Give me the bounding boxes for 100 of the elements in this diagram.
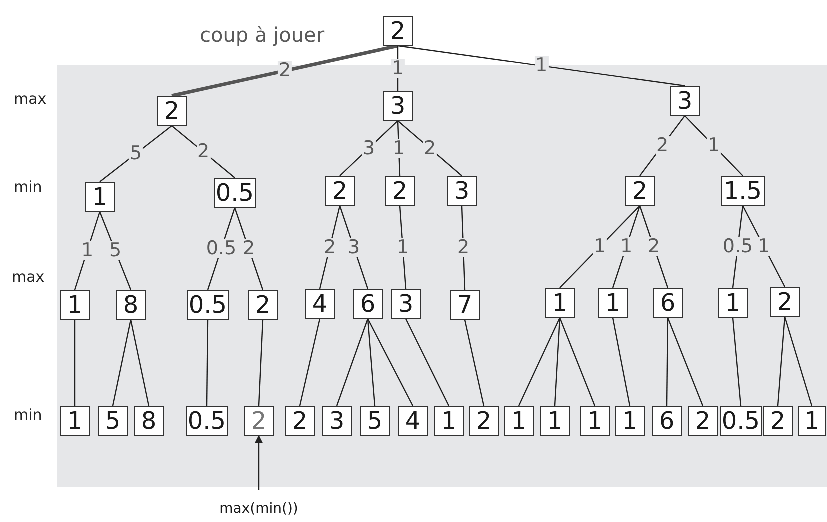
value-box: 1 <box>545 288 575 318</box>
edge-label: 2 <box>196 142 211 162</box>
value-box: 2 <box>625 176 655 206</box>
tree-edge <box>172 126 236 178</box>
tree-edge <box>464 320 485 406</box>
value-box: 7 <box>450 290 480 320</box>
value-box: 8 <box>116 290 146 320</box>
tree-edge <box>398 120 462 176</box>
tree-edge <box>666 318 669 406</box>
value-box: 1.5 <box>721 176 765 206</box>
tree-edge <box>639 206 669 288</box>
move-note: coup à jouer <box>200 25 325 45</box>
value-box: 1 <box>434 406 464 436</box>
tree-edge <box>234 208 264 290</box>
value-box: 0.5 <box>186 406 228 436</box>
value-box: 2 <box>688 406 718 436</box>
value-box: 2 <box>385 176 415 206</box>
value-box: 6 <box>652 406 682 436</box>
edge-label: 3 <box>346 238 362 257</box>
tree-edge <box>461 206 466 290</box>
tree-edge <box>367 318 414 406</box>
edge-label: 1 <box>390 59 406 78</box>
value-box: 0.5 <box>187 290 229 320</box>
tree-edge <box>206 320 209 406</box>
tree-edge <box>667 318 704 406</box>
value-box: 5 <box>360 406 390 436</box>
tree-edge <box>130 320 150 406</box>
edge-label: 2 <box>322 238 338 257</box>
tree-edge <box>559 318 596 406</box>
tree-edge <box>612 318 631 406</box>
edge-label: 5 <box>128 144 144 164</box>
value-box: 1 <box>540 406 570 436</box>
annotation-text: max(min()) <box>214 498 304 520</box>
edge-label: 1 <box>706 136 722 156</box>
tree-edge <box>99 212 132 290</box>
value-box: 1 <box>504 406 534 436</box>
edge-label: 2 <box>655 136 670 156</box>
value-box: 6 <box>353 289 383 319</box>
tree-edge <box>172 44 398 98</box>
tree-edge <box>405 318 450 406</box>
tree-edge <box>518 318 561 406</box>
level-label: max <box>12 270 45 285</box>
tree-edge <box>367 318 376 406</box>
value-box: 2 <box>285 406 315 436</box>
value-box: 2 <box>325 176 355 206</box>
tree-edge <box>336 318 369 406</box>
edge-label: 2 <box>646 238 662 256</box>
value-box: 2 <box>383 16 413 46</box>
tree-edge <box>319 206 341 290</box>
level-label: min <box>14 408 42 423</box>
value-box: 1 <box>60 406 90 436</box>
value-box: 3 <box>383 91 413 121</box>
value-box: 2 <box>469 406 499 436</box>
edge-label: 0.5 <box>722 238 754 256</box>
edge-label: 2 <box>242 240 256 258</box>
edge-label: 0.5 <box>205 240 238 258</box>
tree-edge <box>112 320 132 406</box>
tree-edge <box>784 316 813 406</box>
value-box: 1 <box>580 406 610 436</box>
value-box: 2 <box>763 406 793 436</box>
value-box: 3 <box>670 86 700 116</box>
arrow <box>255 435 263 490</box>
value-box: 3 <box>447 176 477 206</box>
value-box: 1 <box>798 406 826 436</box>
value-box: 2 <box>244 406 274 436</box>
tree-edge <box>684 116 744 176</box>
tree-edge <box>732 318 742 406</box>
value-box: 2 <box>770 287 800 317</box>
value-box: 2 <box>248 290 278 320</box>
level-label: max <box>14 92 47 107</box>
value-box: 4 <box>305 289 335 319</box>
value-box: 3 <box>391 289 421 319</box>
value-box: 1 <box>598 288 628 318</box>
tree-edge <box>100 126 172 182</box>
edge-label: 2 <box>456 238 471 258</box>
tree-edge <box>339 206 369 290</box>
value-box: 4 <box>398 406 428 436</box>
value-box: 6 <box>653 288 683 318</box>
level-label: min <box>14 180 42 195</box>
value-box: 2 <box>157 96 187 126</box>
tree-edge <box>340 120 398 176</box>
value-box: 0.5 <box>214 178 256 208</box>
value-box: 1 <box>85 182 115 212</box>
value-box: 1 <box>718 288 748 318</box>
tree-edge <box>560 206 640 288</box>
tree-edge <box>777 316 786 406</box>
value-box: 1 <box>60 290 90 320</box>
edge-label: 5 <box>108 242 123 260</box>
tree-edge <box>299 318 321 406</box>
tree-edge <box>554 318 561 406</box>
tree-edge <box>74 320 76 406</box>
edge-label: 3 <box>362 139 376 158</box>
value-box: 0.5 <box>720 406 762 436</box>
value-box: 8 <box>134 406 164 436</box>
edge-label: 1 <box>592 238 608 256</box>
value-box: 3 <box>322 406 352 436</box>
edge-label: 2 <box>422 139 438 158</box>
edge-label: 1 <box>756 237 772 256</box>
value-box: 5 <box>98 406 128 436</box>
tree-edge <box>398 45 686 87</box>
